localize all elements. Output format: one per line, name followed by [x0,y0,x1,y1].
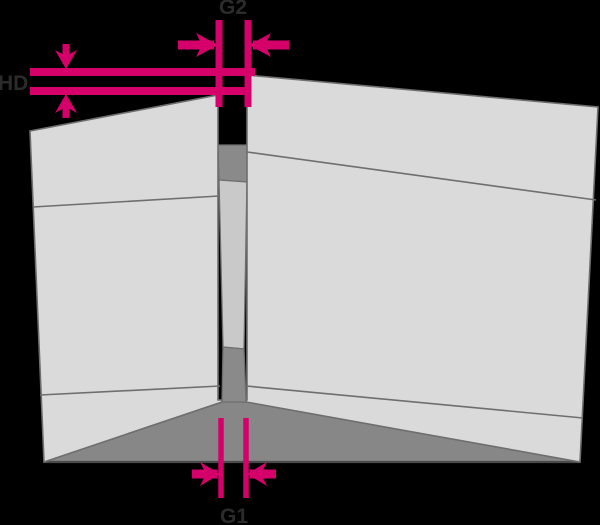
left-block-group [29,94,223,464]
center-gap-group [217,144,248,403]
gap-column [218,179,248,350]
g1-label: G1 [220,505,248,525]
left-block-divider-2 [39,385,221,396]
right-block-shape [245,74,599,463]
right-block-divider-2 [245,385,584,419]
right-block-divider-1 [246,151,597,201]
g2-arrow-left-head [196,33,218,57]
g2-label: G2 [219,0,247,19]
left-block-shape [29,94,223,464]
gap-upper-band [217,144,248,183]
hd-arrow-bottom-head [55,94,77,113]
g1-dimension-group: G1 [192,418,276,525]
right-block-group [245,74,599,463]
hd-label: HD [0,72,28,95]
gap-lower-band [221,346,247,403]
g1-arrow-right-head [247,462,267,486]
hd-arrow-top-head [55,50,77,69]
g1-arrow-left-head [200,462,220,486]
g2-arrow-right-head [249,33,271,57]
g2-dimension-group: G2 [178,0,289,107]
left-block-divider-1 [32,195,220,208]
hd-dimension-group: HD [0,44,255,118]
